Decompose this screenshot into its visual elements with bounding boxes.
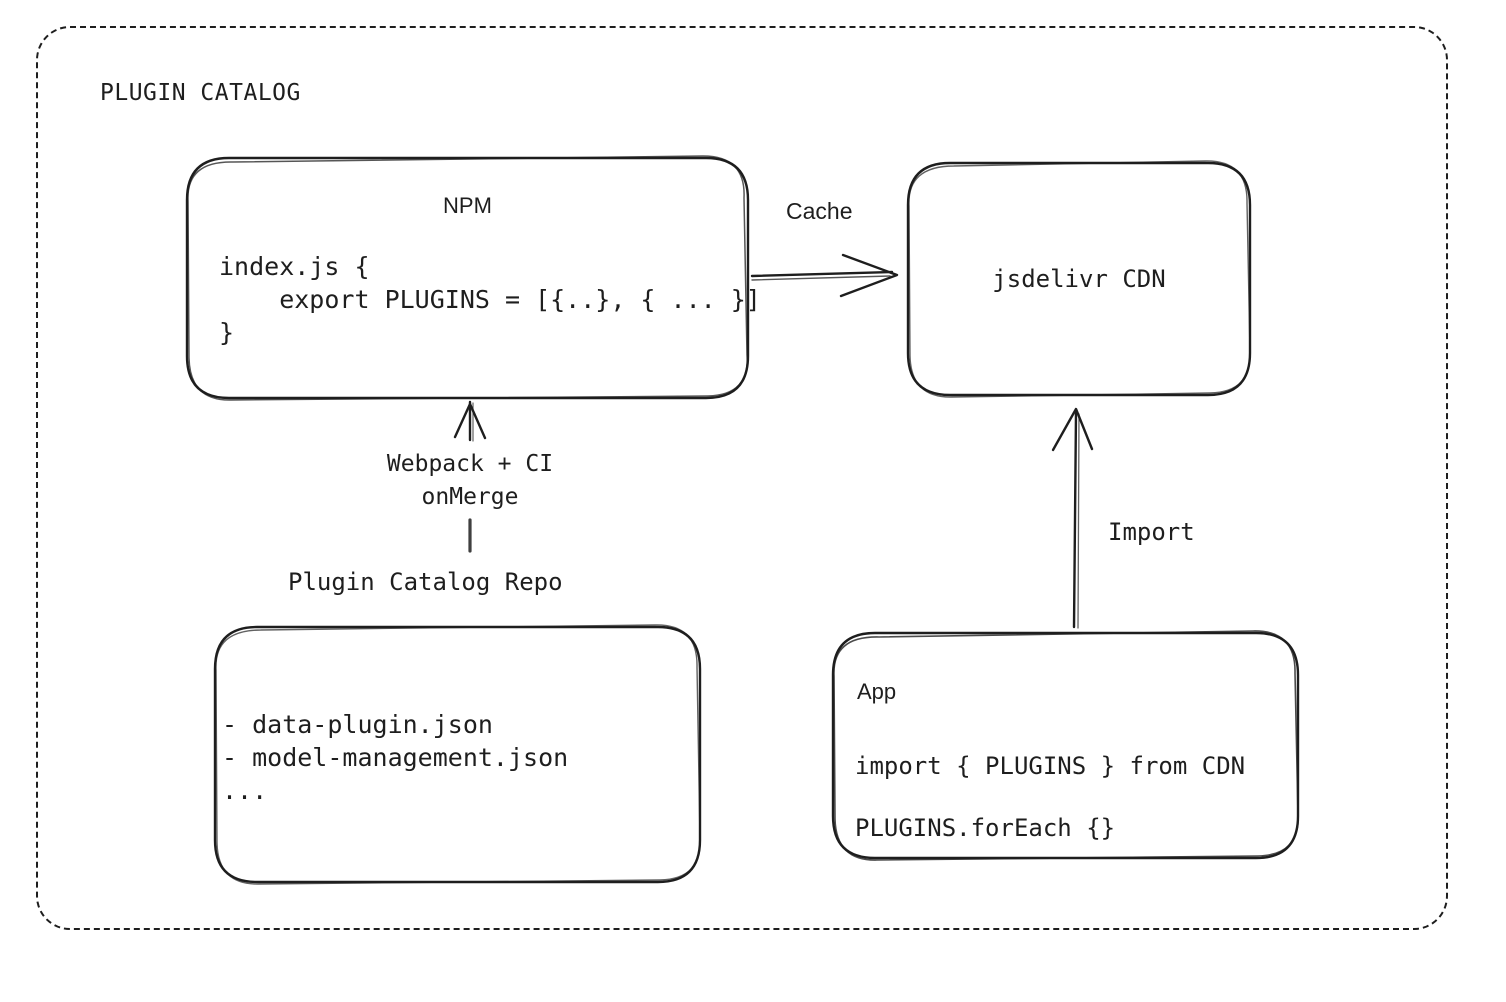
app-node-code-line-2: PLUGINS.forEach {} — [855, 814, 1116, 842]
app-node-code-line-1: import { PLUGINS } from CDN — [855, 752, 1246, 780]
plugin-catalog-title: PLUGIN CATALOG — [100, 80, 301, 106]
npm-node-code: index.js { export PLUGINS = [{..}, { ...… — [219, 252, 761, 347]
repo-box-outline — [213, 624, 702, 885]
repo-node-file-list: - data-plugin.json - model-management.js… — [222, 710, 569, 805]
edge-label-import: Import — [1108, 518, 1195, 546]
cdn-box-outline — [906, 160, 1252, 398]
arrow-repo-to-npm — [453, 400, 487, 553]
edge-label-webpack-ci: Webpack + CI onMerge — [386, 451, 554, 510]
edge-label-cache: Cache — [786, 198, 853, 224]
app-node-code: import { PLUGINS } from CDN PLUGINS.forEa… — [855, 735, 1245, 859]
plugin-catalog-frame — [36, 26, 1448, 930]
repo-node-label: Plugin Catalog Repo — [288, 568, 563, 596]
npm-box-outline — [185, 155, 750, 401]
arrow-app-to-cdn — [1051, 407, 1094, 629]
app-node-title: App — [857, 679, 897, 704]
cdn-node-title: jsdelivr CDN — [992, 265, 1166, 293]
arrow-npm-to-cdn — [750, 253, 899, 298]
npm-node-title: NPM — [443, 193, 492, 218]
app-box-outline — [831, 630, 1300, 861]
